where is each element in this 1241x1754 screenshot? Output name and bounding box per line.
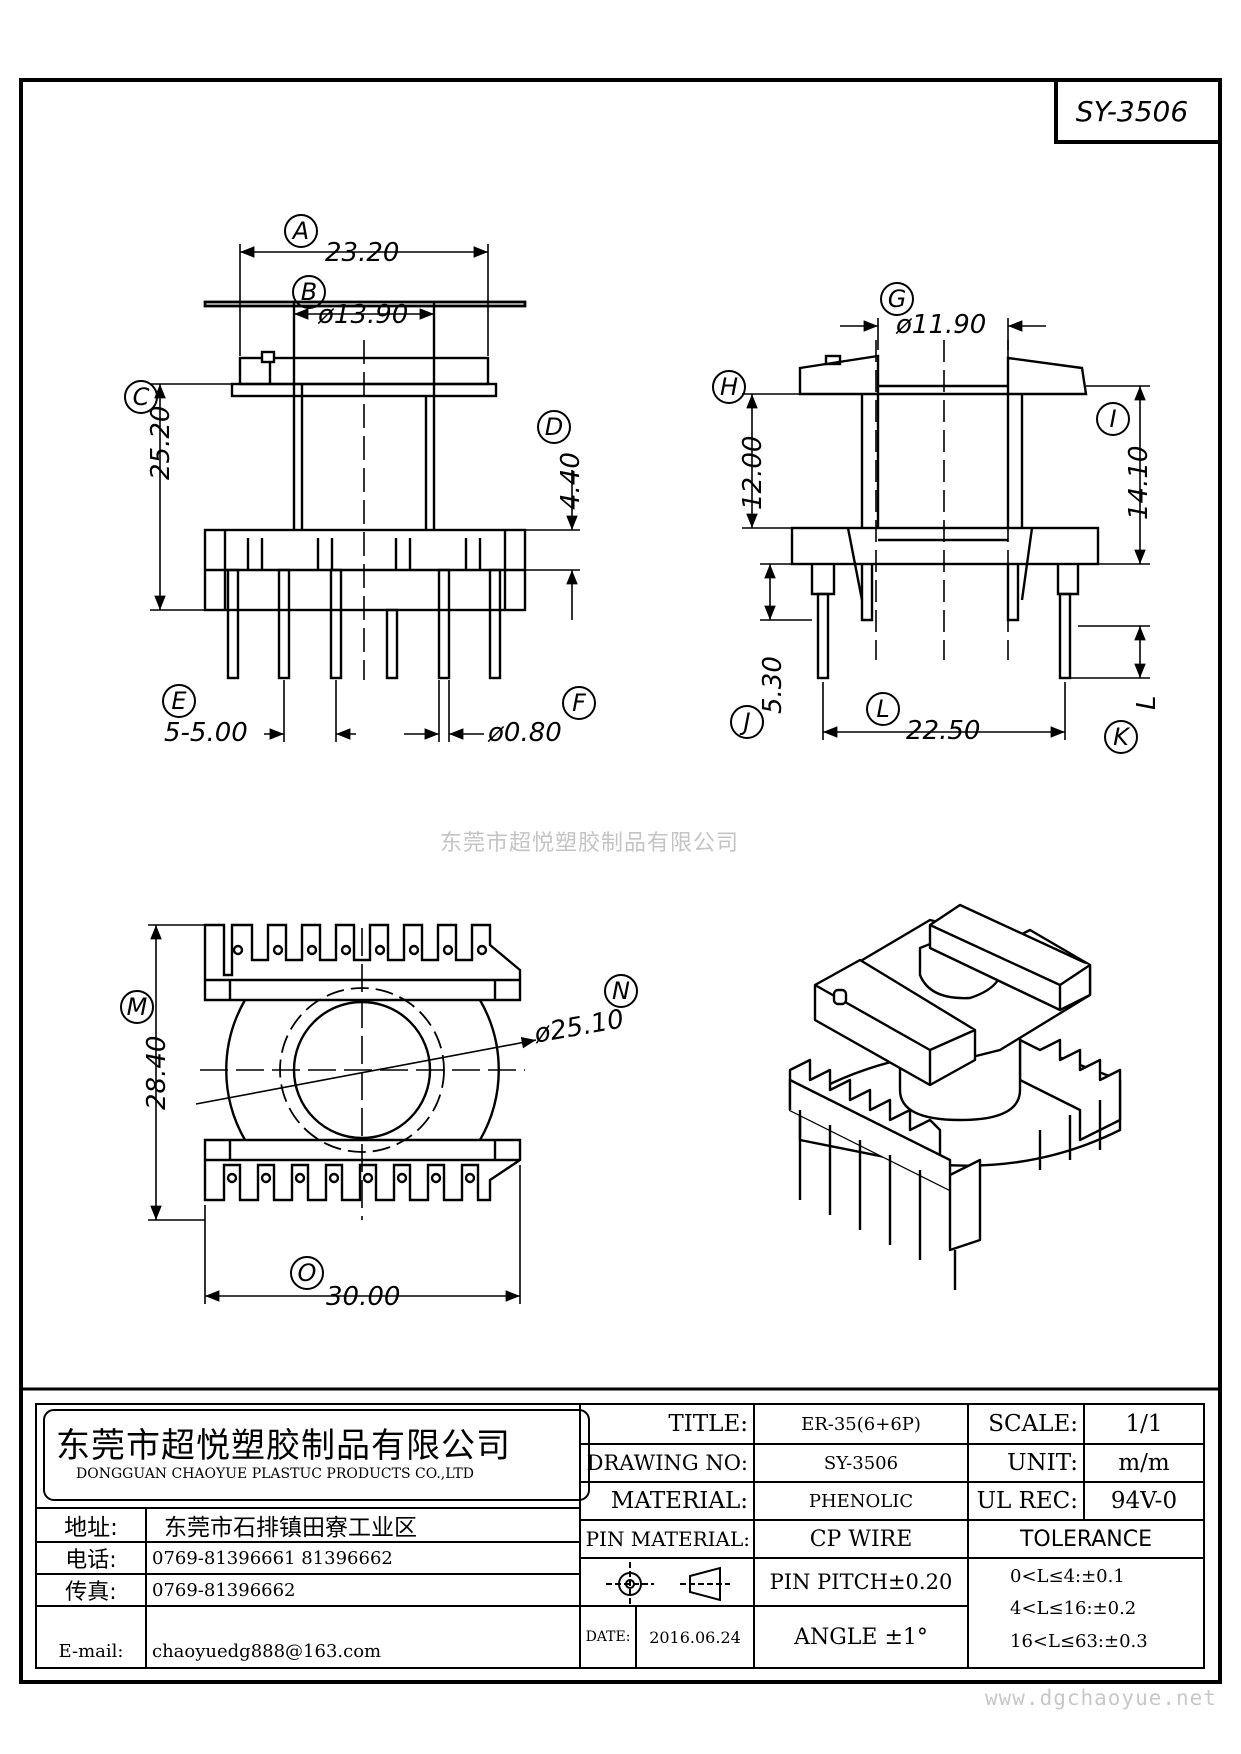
- dim-label-j: J: [730, 705, 764, 739]
- isometric-view: [788, 903, 1122, 1290]
- side-view: [790, 340, 1100, 680]
- angle-tolerance: ANGLE ±1°: [794, 1624, 928, 1650]
- top-view-dimensions: [148, 924, 537, 1304]
- pin-pitch: PIN PITCH±0.20: [769, 1570, 953, 1594]
- dim-value-o: 30.00: [326, 1282, 401, 1312]
- scale-label: SCALE:: [988, 1411, 1078, 1437]
- tolerance-row-3: 16<L≤63:±0.3: [1010, 1630, 1148, 1652]
- drawing-code: SY-3506: [1075, 94, 1189, 128]
- dim-value-g: ø11.90: [896, 310, 987, 340]
- phone-label: 电话:: [65, 1548, 117, 1573]
- front-view: [203, 300, 527, 680]
- pin-material-value: CP WIRE: [809, 1526, 913, 1552]
- dim-value-d: 4.40: [556, 452, 586, 510]
- company-name-en: DONGGUAN CHAOYUE PLASTUC PRODUCTS CO.,LT…: [76, 1466, 474, 1482]
- dim-label-m: M: [120, 990, 154, 1024]
- title-value: ER-35(6+6P): [801, 1413, 921, 1435]
- dim-label-l: L: [866, 692, 900, 726]
- tolerance-label: TOLERANCE: [1019, 1526, 1153, 1552]
- front-view-dimensions: [150, 244, 580, 742]
- date-value: 2016.06.24: [649, 1627, 741, 1647]
- title-block-grid: [35, 1403, 1205, 1669]
- dim-value-b: ø13.90: [318, 300, 409, 330]
- email-label: E-mail:: [58, 1640, 124, 1662]
- dim-value-l: 22.50: [906, 716, 981, 746]
- company-name-cn: 东莞市超悦塑胶制品有限公司: [56, 1426, 511, 1466]
- ul-value: 94V-0: [1110, 1488, 1178, 1514]
- dim-value-f: ø0.80: [488, 718, 562, 748]
- top-view: [200, 923, 525, 1220]
- scale-value: 1/1: [1125, 1411, 1163, 1437]
- dim-label-d: D: [537, 410, 571, 444]
- dim-label-n: N: [604, 974, 638, 1008]
- drawing-code-box: [1054, 78, 1222, 144]
- dim-value-e: 5-5.00: [164, 718, 248, 748]
- address-value: 东莞市石排镇田寮工业区: [164, 1515, 417, 1541]
- dim-label-b: B: [292, 275, 326, 309]
- dim-label-e: E: [162, 684, 196, 718]
- material-value: PHENOLIC: [808, 1490, 914, 1512]
- dim-label-a: A: [284, 214, 318, 248]
- tolerance-row-1: 0<L≤4:±0.1: [1010, 1565, 1125, 1587]
- fax-value: 0769-81396662: [152, 1579, 296, 1601]
- drawing-no-value: SY-3506: [823, 1452, 899, 1474]
- title-label: TITLE:: [668, 1411, 748, 1437]
- dim-label-c: C: [124, 380, 158, 414]
- dim-value-c: 25.20: [146, 405, 176, 480]
- dim-label-i: I: [1096, 402, 1130, 436]
- side-view-dimensions: [742, 318, 1150, 740]
- date-label: DATE:: [585, 1629, 631, 1645]
- dim-label-o: O: [290, 1256, 324, 1290]
- dim-label-f: F: [562, 686, 596, 720]
- ul-label: UL REC:: [976, 1488, 1078, 1514]
- dim-value-k: L: [1132, 695, 1162, 711]
- email-value: chaoyuedg888@163.com: [152, 1640, 382, 1662]
- address-label: 地址:: [64, 1515, 118, 1541]
- phone-value: 0769-81396661 81396662: [152, 1547, 393, 1569]
- dim-label-k: K: [1104, 720, 1138, 754]
- dim-label-g: G: [880, 282, 914, 316]
- dim-value-m: 28.40: [142, 1035, 172, 1110]
- dim-value-h: 12.00: [738, 435, 768, 510]
- dim-value-i: 14.10: [1124, 445, 1154, 520]
- unit-label: UNIT:: [1007, 1450, 1078, 1476]
- fax-label: 传真:: [65, 1580, 117, 1605]
- dim-label-h: H: [712, 370, 746, 404]
- dim-value-j: 5.30: [758, 656, 788, 714]
- watermark: 东莞市超悦塑胶制品有限公司: [440, 831, 740, 856]
- site-url[interactable]: www.dgchaoyue.net: [985, 1686, 1217, 1710]
- material-label: MATERIAL:: [610, 1488, 748, 1514]
- unit-value: m/m: [1118, 1450, 1170, 1476]
- tolerance-row-2: 4<L≤16:±0.2: [1010, 1597, 1137, 1619]
- drawing-no-label: DRAWING NO:: [586, 1451, 748, 1475]
- pin-material-label: PIN MATERIAL:: [585, 1527, 750, 1551]
- dim-value-a: 23.20: [325, 238, 400, 268]
